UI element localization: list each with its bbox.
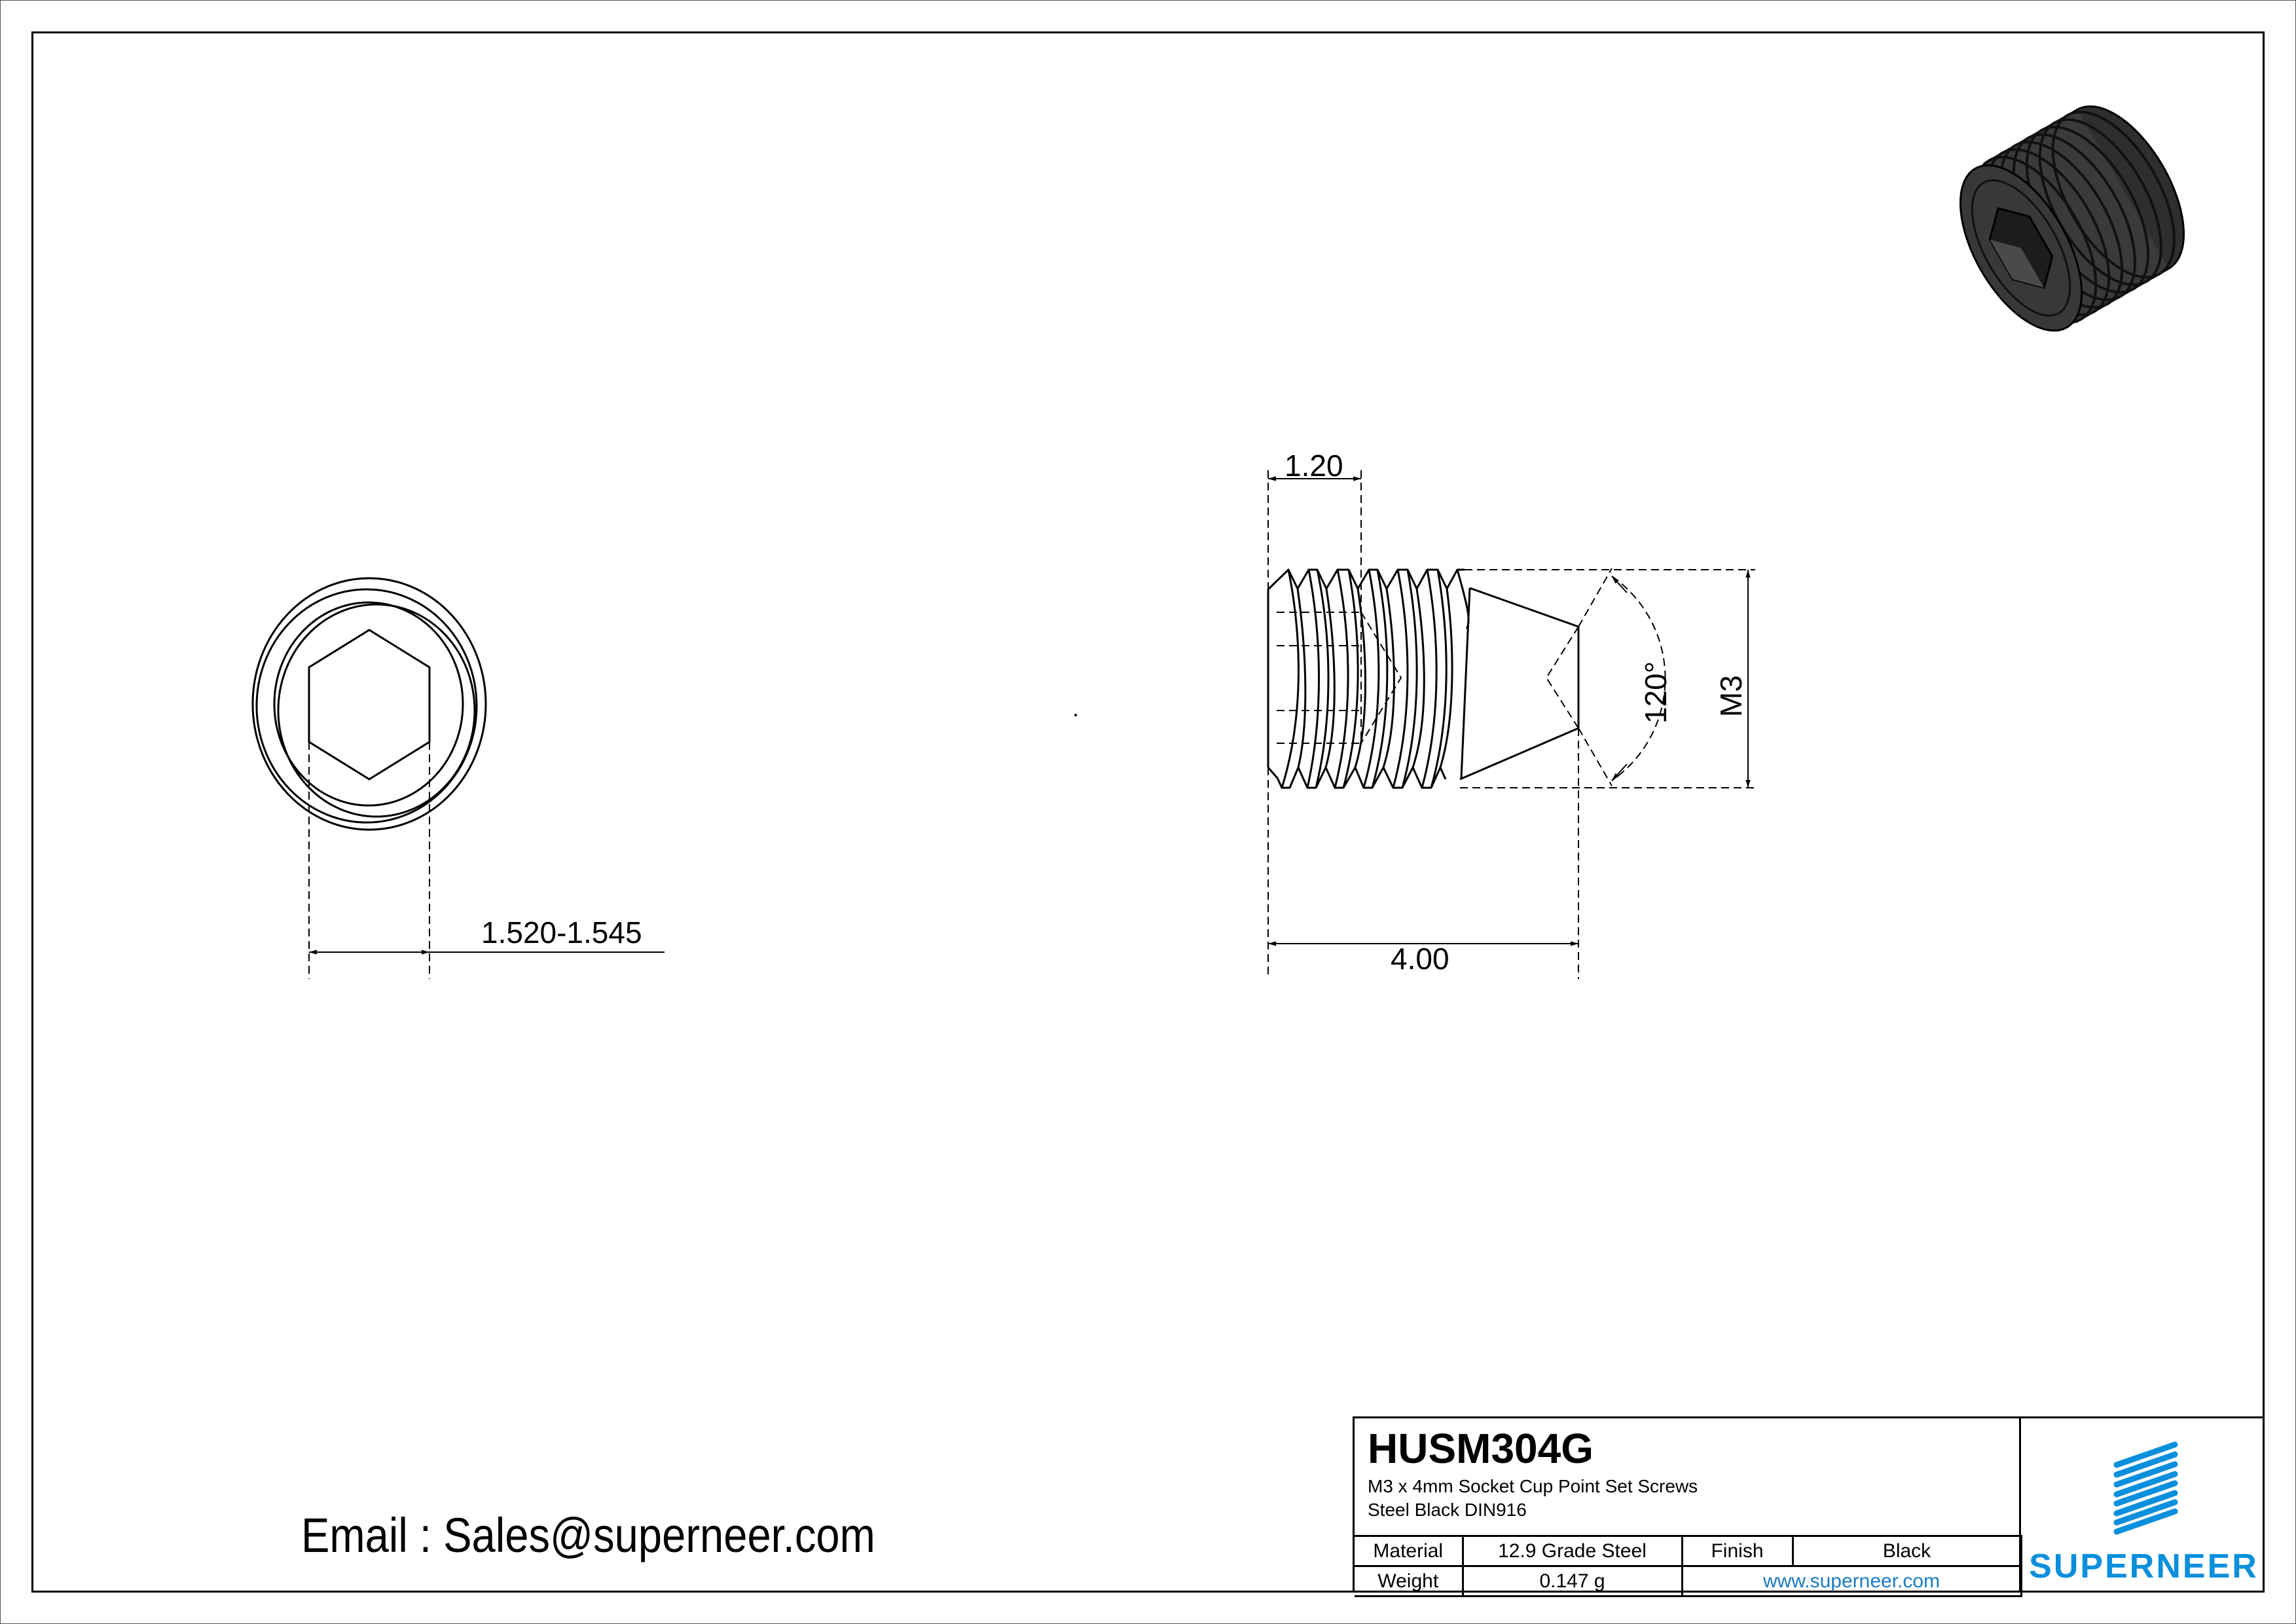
length-dimension: 4.00 bbox=[1267, 728, 1579, 979]
hex-size-dimension: 1.520-1.545 bbox=[308, 742, 665, 979]
thread-dimension: M3 bbox=[1714, 570, 1751, 788]
description-line-1: M3 x 4mm Socket Cup Point Set Screws bbox=[1368, 1476, 1698, 1496]
hex-socket-end-view bbox=[251, 577, 487, 831]
finish-value: Black bbox=[1791, 1535, 2022, 1567]
title-block-description: HUSM304G M3 x 4mm Socket Cup Point Set S… bbox=[1355, 1418, 2021, 1535]
brand-logo: SUPERNEER bbox=[2019, 1418, 2267, 1593]
table-row: Weight 0.147 g www.superneer.com bbox=[1355, 1565, 2022, 1597]
hex-socket-outline bbox=[308, 629, 431, 781]
angle-dimension: 120° bbox=[1578, 568, 1673, 786]
length-label: 4.00 bbox=[1391, 942, 1449, 976]
part-number: HUSM304G bbox=[1368, 1425, 1594, 1472]
table-row: Material 12.9 Grade Steel Finish Black bbox=[1355, 1535, 2022, 1567]
finish-label: Finish bbox=[1681, 1535, 1794, 1567]
weight-value: 0.147 g bbox=[1461, 1565, 1683, 1597]
depth-label: 1.20 bbox=[1285, 449, 1343, 483]
threaded-side-view bbox=[1267, 568, 1580, 789]
title-block: HUSM304G M3 x 4mm Socket Cup Point Set S… bbox=[1353, 1416, 2267, 1597]
material-value: 12.9 Grade Steel bbox=[1461, 1535, 1683, 1567]
brand-name: SUPERNEER bbox=[2029, 1547, 2259, 1585]
material-label: Material bbox=[1355, 1535, 1464, 1567]
website-link[interactable]: www.superneer.com bbox=[1681, 1565, 2022, 1597]
3d-set-screw-render bbox=[1959, 105, 2185, 332]
center-dot bbox=[1074, 714, 1077, 716]
side-view-hidden-lines bbox=[1277, 569, 1755, 788]
drawing-frame bbox=[31, 31, 2265, 1593]
striped-parallelogram-icon bbox=[2113, 1441, 2178, 1535]
contact-email: Email : Sales@superneer.com bbox=[301, 1508, 875, 1562]
properties-table: Material 12.9 Grade Steel Finish Black W… bbox=[1355, 1535, 2022, 1597]
depth-dimension: 1.20 bbox=[1267, 449, 1362, 589]
weight-label: Weight bbox=[1355, 1565, 1464, 1597]
hex-size-label: 1.520-1.545 bbox=[481, 915, 642, 950]
angle-label: 120° bbox=[1639, 661, 1673, 724]
description-line-2: Steel Black DIN916 bbox=[1368, 1500, 1527, 1520]
thread-label: M3 bbox=[1714, 675, 1748, 717]
